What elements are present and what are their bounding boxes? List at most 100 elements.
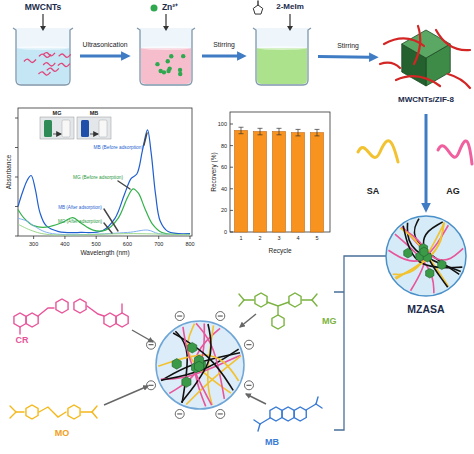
benzene-ring	[104, 313, 116, 327]
spectrum-chart	[15, 108, 192, 239]
benzene-ring	[14, 313, 26, 327]
spectrum-curve	[18, 189, 190, 235]
beaker-liquid	[17, 48, 69, 84]
axis-tick	[15, 147, 18, 148]
tick-label: 0	[224, 229, 227, 235]
pointer-arrow	[132, 330, 153, 342]
polymer-chain	[183, 327, 212, 405]
vial-before	[81, 120, 89, 137]
bond-line	[38, 308, 54, 316]
recovery-bar-chart	[230, 112, 330, 232]
inset-label: MG	[53, 110, 62, 116]
adsorption-scheme	[10, 293, 322, 431]
node-label: MWCNTs/ZIF-8	[398, 96, 454, 105]
minus-sign	[246, 385, 251, 386]
polymer-chain	[396, 222, 444, 279]
ag-strand	[438, 141, 472, 164]
error-bar	[296, 129, 301, 135]
node-shape	[246, 2, 318, 88]
nanotube-strand	[38, 72, 50, 75]
node-label: 2-MeIm	[276, 3, 304, 12]
benzene-ring	[272, 315, 284, 329]
axis-tick	[64, 236, 65, 239]
zinc-ion	[169, 54, 173, 58]
bond-line	[19, 327, 20, 334]
bond-line	[312, 300, 317, 306]
nanotube-strand	[47, 68, 59, 71]
negative-charge	[244, 340, 253, 349]
bond-line	[87, 306, 104, 316]
minus-sign	[218, 413, 223, 414]
vial-before	[44, 120, 52, 137]
liquid-surface	[141, 46, 191, 50]
tick-label: 5	[315, 235, 318, 241]
axis-title: Recycle	[268, 247, 291, 254]
curve-annotation: MB (After adsorption)	[58, 205, 102, 210]
axis-tick	[33, 236, 34, 239]
bond-line	[104, 209, 118, 231]
polymer-chain	[181, 324, 211, 402]
axis-tick	[230, 188, 233, 189]
beaker-liquid	[257, 48, 307, 84]
curve-annotation: MG (Before adsorption)	[73, 175, 123, 180]
bond-line	[316, 397, 318, 404]
bond-line	[258, 424, 260, 431]
polymer-name: AG	[446, 187, 460, 197]
bond-line	[144, 133, 147, 145]
tick-label: 1	[239, 235, 242, 241]
vial-after	[99, 120, 107, 137]
pointer-arrow	[240, 314, 256, 327]
zinc-ion	[167, 66, 171, 70]
benzene-ring	[294, 407, 306, 421]
spectrum-curve	[18, 224, 190, 235]
curve-annotation: MB (Before adsorption)	[93, 145, 143, 150]
adsorbent-bead	[156, 321, 244, 409]
tick-label: 100	[218, 121, 227, 127]
benzene-ring	[289, 293, 301, 307]
zinc-ion	[178, 72, 182, 76]
axis-tick	[15, 177, 18, 178]
bond-line	[104, 223, 112, 233]
bond-line	[81, 411, 92, 412]
polymer-chain	[395, 223, 444, 278]
node-label: MZASA	[407, 304, 444, 316]
step-label: Stirring	[337, 42, 359, 49]
tick-label: 2	[258, 235, 261, 241]
process-arrow	[425, 114, 428, 205]
vial-photo	[77, 117, 111, 139]
mwcnt-beaker: MWCNTs	[6, 2, 80, 88]
benzene-ring	[282, 407, 294, 421]
axis-tick	[230, 210, 233, 211]
zinc-ion	[166, 59, 170, 63]
liquid-surface	[257, 46, 307, 50]
negative-charge	[175, 312, 184, 321]
benzene-ring	[56, 299, 68, 313]
bond-line	[239, 294, 244, 300]
axis-title: Wavelength (nm)	[80, 249, 129, 256]
zif8-particle	[404, 248, 412, 258]
benzene-ring	[116, 313, 128, 327]
zif8-particle	[420, 247, 428, 257]
zinc-ion	[181, 54, 185, 58]
spectrum-curve	[18, 218, 190, 234]
bead-outline	[386, 216, 466, 296]
minus-sign	[177, 316, 182, 317]
axis-tick	[96, 236, 97, 239]
process-arrow	[318, 55, 371, 59]
node-shape	[6, 2, 80, 88]
inset-label: MB	[90, 110, 99, 116]
spectrum-curve	[18, 130, 190, 234]
recovery-bar	[254, 132, 267, 232]
bond-line	[16, 411, 24, 412]
process-arrow	[202, 55, 239, 58]
plot-frame	[18, 108, 192, 236]
axis-tick	[230, 167, 233, 168]
axis-tick	[230, 232, 233, 233]
feed-arrow	[165, 14, 166, 27]
zinc-ion	[158, 69, 162, 73]
beaker-glass	[137, 28, 195, 85]
axis-tick	[230, 145, 233, 146]
carbon-nanotube	[396, 76, 440, 86]
carbon-nanotube	[448, 74, 470, 88]
